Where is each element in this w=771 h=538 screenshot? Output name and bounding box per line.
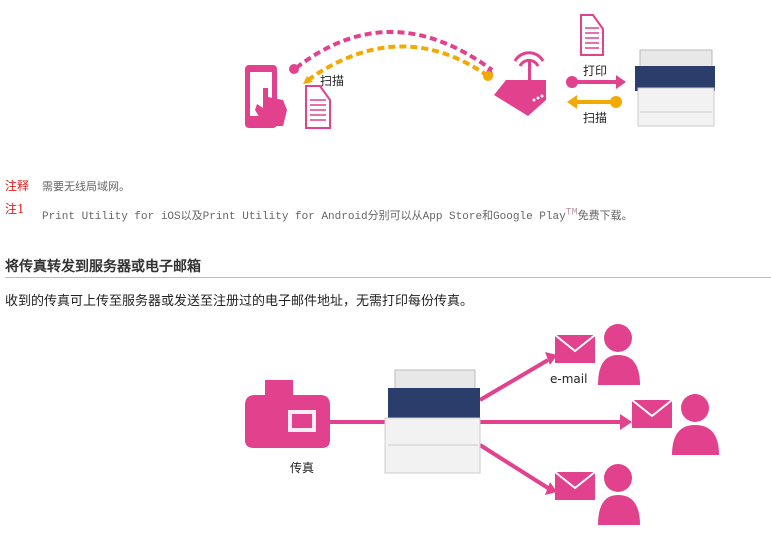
note-label: 注释 — [5, 179, 30, 193]
trademark: TM — [565, 207, 578, 219]
email-label: e-mail — [550, 372, 587, 386]
document-icon — [305, 85, 331, 129]
note1-text-b: 免费下载。 — [577, 211, 633, 223]
note-text: 需要无线局域网。 — [42, 180, 130, 193]
fax-forward-lines — [325, 352, 632, 495]
section-title: 将传真转发到服务器或电子邮箱 — [5, 259, 201, 275]
document-icon — [580, 14, 604, 56]
envelope-icon — [631, 399, 673, 428]
print-label: 打印 — [583, 64, 607, 78]
section-description: 收到的传真可上传至服务器或发送至注册过的电子邮件地址，无需打印每份传真。 — [5, 294, 474, 309]
scan-label-right: 扫描 — [583, 111, 607, 125]
note1-label: 注1 — [5, 202, 25, 216]
fax-icon — [245, 380, 330, 448]
note1-text-a: Print Utility for iOS以及Print Utility for… — [42, 211, 566, 223]
person-icon — [672, 394, 719, 455]
scan-arrow — [567, 95, 622, 109]
envelope-icon — [554, 334, 596, 363]
divider — [5, 277, 771, 278]
scan-arc — [306, 44, 490, 82]
print-arrow — [566, 75, 626, 89]
router-icon — [494, 51, 546, 116]
scan-label-left: 扫描 — [320, 74, 344, 88]
printer-icon — [384, 369, 481, 474]
tablet-icon — [245, 65, 287, 128]
envelope-icon — [554, 471, 596, 500]
print-arc — [294, 30, 494, 72]
fax-label: 传真 — [290, 460, 314, 475]
person-icon — [598, 324, 640, 385]
person-icon — [598, 464, 640, 525]
printer-icon — [635, 49, 715, 127]
note1-text: Print Utility for iOS以及Print Utility for… — [42, 207, 633, 223]
